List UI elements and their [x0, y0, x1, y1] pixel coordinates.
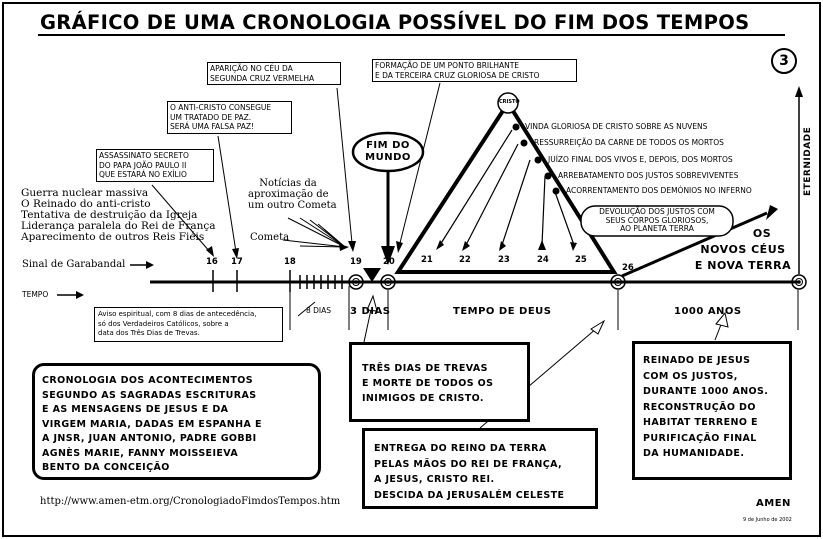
- timeline-number: 21: [421, 255, 433, 265]
- triangle-event: VINDA GLORIOSA DE CRISTO SOBRE AS NUVENS: [525, 122, 708, 131]
- end-world-oval: [351, 131, 425, 173]
- amen-label: AMEN: [756, 498, 791, 509]
- event-item: O Reinado do anti-cristo: [21, 198, 151, 210]
- triangle-dots: [512, 123, 560, 195]
- period-1000-years: 1000 ANOS: [674, 306, 742, 317]
- period-god-time: TEMPO DE DEUS: [453, 306, 552, 317]
- period-8-days: 8 DIAS: [306, 306, 332, 315]
- source-link[interactable]: http://www.amen-etm.org/CronologiadoFimd…: [40, 496, 341, 507]
- event-item: Aparecimento de outros Reis Fiéis: [21, 231, 205, 243]
- triangle-event: RESSURREIÇÃO DA CARNE DE TODOS OS MORTOS: [534, 138, 724, 147]
- time-label: TEMPO: [22, 290, 49, 299]
- triangle-event: ACORRENTAMENTO DOS DEMÓNIOS NO INFERNO: [566, 186, 752, 195]
- page-title: GRÁFICO DE UMA CRONOLOGIA POSSÍVEL DO FI…: [40, 11, 750, 34]
- date-label: 9 de Junho de 2002: [743, 517, 792, 523]
- comet-rays: [282, 217, 346, 248]
- new-heavens-label: OS NOVOS CÉUS E NOVA TERRA: [694, 227, 792, 272]
- events-list: Guerra nuclear massiva O Reinado do anti…: [21, 188, 216, 243]
- triangle-arrows: [439, 129, 575, 246]
- eternity-label: ETERNIDADE: [803, 126, 813, 196]
- return-oval: [580, 205, 734, 237]
- event-item: Guerra nuclear massiva: [21, 187, 149, 199]
- garabandal-label: Sinal de Garabandal: [22, 259, 126, 270]
- event-item: Liderança paralela do Rei de França: [21, 220, 216, 232]
- timeline-number: 25: [575, 255, 587, 265]
- marker-19: [348, 274, 364, 290]
- timeline-number: 17: [231, 257, 243, 267]
- god-time-triangle: [394, 99, 618, 274]
- darkness-marker: [363, 268, 381, 282]
- timeline-number: 26: [622, 263, 634, 273]
- timeline-number: 20: [383, 257, 395, 267]
- triangle-event: JUÍZO FINAL DOS VIVOS E, DEPOIS, DOS MOR…: [548, 155, 733, 164]
- timeline-number: 18: [284, 257, 296, 267]
- new-earth-arrow: [621, 211, 768, 278]
- timeline-number: 24: [537, 255, 549, 265]
- christ-label: CRISTO: [499, 99, 520, 105]
- triangle-event: ARREBATAMENTO DOS JUSTOS SOBREVIVENTES: [558, 171, 739, 180]
- marker-26: [610, 274, 626, 290]
- comet-label: Cometa: [250, 232, 290, 243]
- marker-20: [380, 274, 396, 290]
- timeline-number: 22: [459, 255, 471, 265]
- event-item: Tentativa de destruição da Igreja: [21, 209, 198, 221]
- page-number-badge: 3: [771, 48, 797, 74]
- period-lines: [289, 286, 799, 330]
- bullseye-markers: [348, 274, 807, 290]
- warning-box: Aviso espiritual, com 8 dias de antecedê…: [94, 307, 283, 342]
- timeline-number: 16: [206, 257, 218, 267]
- timeline-number: 23: [498, 255, 510, 265]
- period-3-days: 3 DIAS: [350, 306, 391, 317]
- marker-end: [791, 274, 807, 290]
- callout-lines: [151, 82, 441, 253]
- christ-circle: [497, 92, 519, 114]
- timeline-number: 19: [350, 257, 362, 267]
